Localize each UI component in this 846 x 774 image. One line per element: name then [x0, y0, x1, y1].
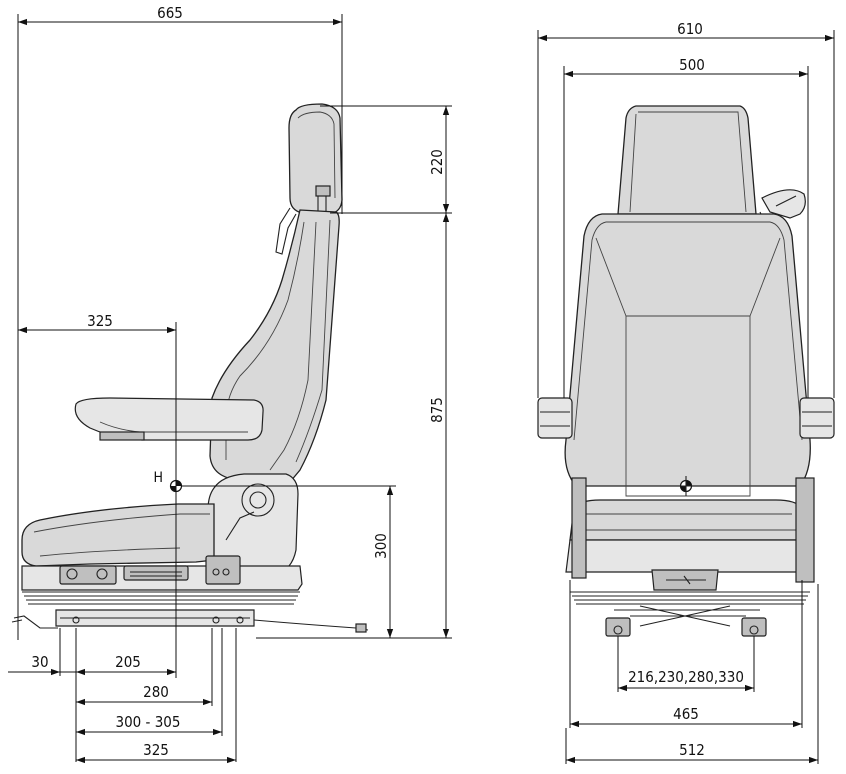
- armrest-right-front: [799, 397, 835, 439]
- dim-base-length: 325: [143, 741, 169, 759]
- dim-cushion-width: 465: [673, 705, 699, 723]
- dim-h-point-height: 300: [372, 533, 390, 559]
- front-view-dimensions: 610 500 216,230,280,330 465 512: [537, 20, 835, 764]
- dim-headrest-height: 220: [428, 149, 446, 175]
- headrest-front: [617, 105, 757, 215]
- side-view-dimensions: 665 220 875 325 H 300 30 205: [8, 4, 452, 764]
- dim-base-width: 512: [679, 741, 705, 759]
- dim-front-offset: 30: [31, 653, 48, 671]
- dim-overall-depth: 665: [157, 4, 183, 22]
- backrest-side: [209, 209, 340, 483]
- dim-rail-distance: 205: [115, 653, 141, 671]
- side-view-seat: [11, 103, 369, 633]
- h-point-label: H: [154, 470, 163, 486]
- dim-mount-spacings: 216,230,280,330: [628, 668, 744, 686]
- seat-base-front: [565, 539, 811, 573]
- dim-mount-distance: 280: [143, 683, 169, 701]
- seat-cushion-front: [569, 499, 807, 541]
- seat-cushion-side: [21, 503, 215, 567]
- dim-backrest-width: 500: [679, 56, 705, 74]
- dim-armrest-to-h-point: 325: [87, 312, 113, 330]
- front-view-seat: [537, 105, 835, 637]
- dim-backrest-height: 875: [428, 397, 446, 423]
- dim-overall-width: 610: [677, 20, 703, 38]
- dim-slide-range: 300 - 305: [116, 713, 181, 731]
- armrest-left-front: [537, 397, 573, 439]
